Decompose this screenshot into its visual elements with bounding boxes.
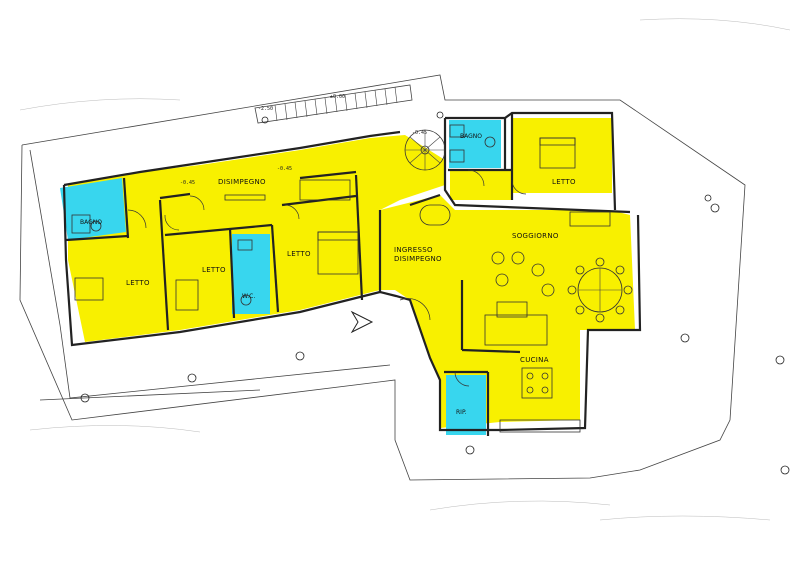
bagno-left-fill [60,178,126,240]
level-c-label: -0.45 [412,130,427,136]
stair-level-label: -2.50 [258,106,273,112]
door-swings [127,169,527,387]
level-b-label: -0.45 [277,166,292,172]
room-letto-2-label: LETTO [202,266,226,274]
room-soggiorno-label: SOGGIORNO [512,232,559,240]
exterior-stair: -2.50 ±0.00 [254,84,413,124]
rip-fill [446,375,486,435]
furniture [71,124,633,433]
level-markers: -0.45 -0.45 -0.45 [180,130,427,186]
room-bagno-top-label: BAGNO [460,133,482,140]
room-cucina-label: CUCINA [520,356,549,364]
room-bagno-left-label: BAGNO [80,219,102,226]
room-labels: DISIMPEGNO BAGNO LETTO LETTO W.C. LETTO … [80,133,576,416]
tree-icon [80,111,790,475]
terrace-outline [19,74,746,481]
room-ingresso-label: INGRESSO [394,246,433,254]
stair-note-label: ±0.00 [330,94,345,100]
room-ingresso-sub-label: DISIMPEGNO [394,255,442,263]
room-letto-1-label: LETTO [126,279,150,287]
background-marks [19,18,791,521]
bagno-top-fill [449,120,501,168]
level-a-label: -0.45 [180,180,195,186]
walls [62,111,642,436]
room-fills [68,118,635,428]
room-letto-4-label: LETTO [552,178,576,186]
spiral-stair [404,129,446,171]
room-disimpegno-label: DISIMPEGNO [218,178,266,186]
entrance-arrow-icon [350,310,374,334]
room-letto-3-label: LETTO [287,250,311,258]
room-rip-label: RIP. [456,409,467,416]
room-wc-label: W.C. [242,293,255,300]
